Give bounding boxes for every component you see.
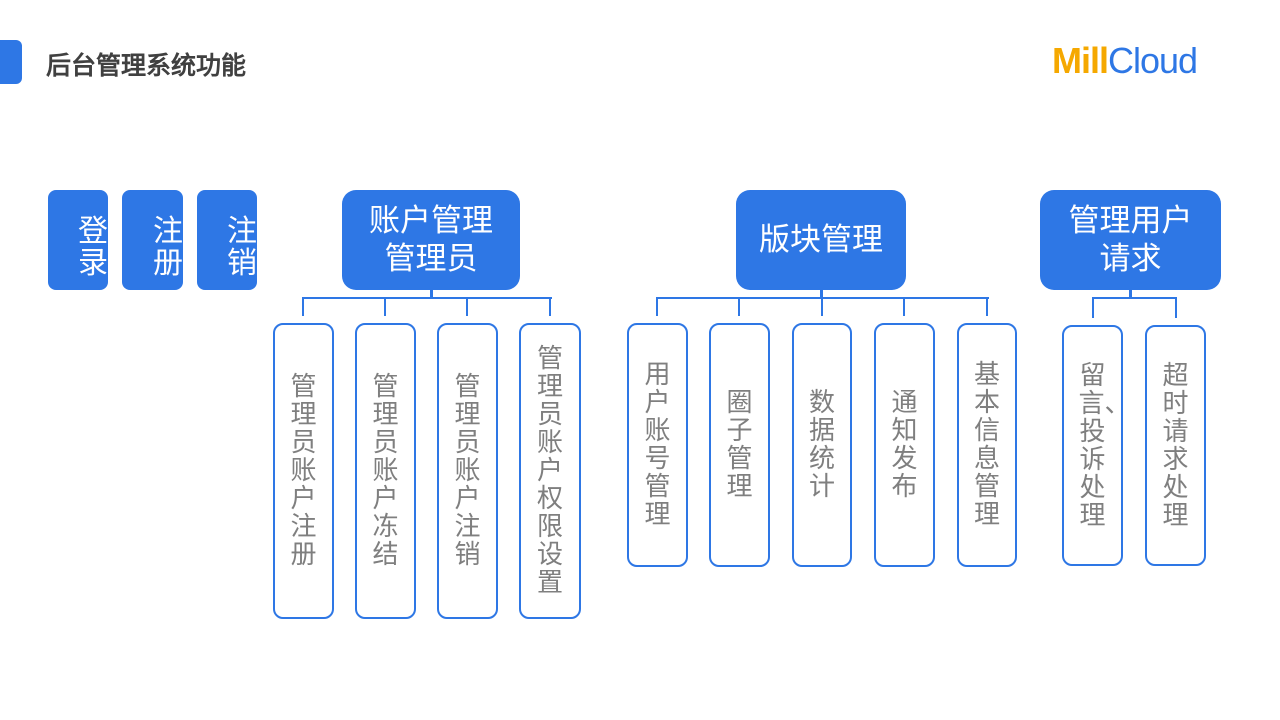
child-label: 留言、投诉处理 [1078,360,1131,531]
child-node: 通知发布 [874,323,935,567]
child-node: 用户账号管理 [627,323,688,567]
logout-label: 注销 [227,214,257,281]
connector [820,290,823,299]
connector [1129,290,1132,299]
child-node: 超时请求处理 [1145,325,1206,566]
connector [656,297,658,316]
connector [302,297,552,299]
child-label: 管理员账户冻结 [372,372,399,570]
user-requests-node: 管理用户请求 [1040,190,1221,290]
millcloud-logo: MillCloud [1052,40,1198,82]
child-node: 留言、投诉处理 [1062,325,1131,566]
child-node: 基本信息管理 [957,323,1017,567]
connector [302,297,304,316]
login-box: 登录 [48,190,108,290]
connector [738,297,740,316]
title-accent-bar [0,40,22,84]
register-box: 注册 [122,190,183,290]
child-label: 圈子管理 [726,388,753,502]
child-label: 管理员账户注册 [290,372,317,570]
account-admin-label: 账户管理管理员 [369,203,493,277]
child-label: 管理员账户权限设置 [536,344,563,598]
connector [384,297,386,316]
page-title: 后台管理系统功能 [46,51,247,80]
child-label: 基本信息管理 [973,360,1000,530]
user-requests-label: 管理用户请求 [1068,203,1193,277]
logout-box: 注销 [197,190,257,290]
connector [549,297,551,316]
child-node: 圈子管理 [709,323,770,567]
connector [1092,297,1094,318]
child-label: 超时请求处理 [1162,360,1189,531]
login-label: 登录 [78,214,108,281]
logo-cloud: Cloud [1108,40,1198,81]
child-label: 管理员账户注销 [454,372,481,570]
connector [466,297,468,316]
register-label: 注册 [153,214,183,281]
section-management-label: 版块管理 [759,222,883,258]
connector [1092,297,1177,299]
child-node: 管理员账户冻结 [355,323,416,619]
connector [821,297,823,316]
child-node: 管理员账户注销 [437,323,498,619]
account-admin-node: 账户管理管理员 [342,190,520,290]
connector [430,290,433,299]
logo-mill: Mill [1052,40,1109,81]
section-management-node: 版块管理 [736,190,906,290]
child-label: 数据统计 [808,388,835,502]
connector [903,297,905,316]
connector [986,297,988,316]
child-label: 用户账号管理 [644,360,671,530]
child-label: 通知发布 [891,388,918,502]
child-node: 管理员账户注册 [273,323,334,619]
connector [1175,297,1177,318]
child-node: 数据统计 [792,323,852,567]
child-node: 管理员账户权限设置 [519,323,581,619]
